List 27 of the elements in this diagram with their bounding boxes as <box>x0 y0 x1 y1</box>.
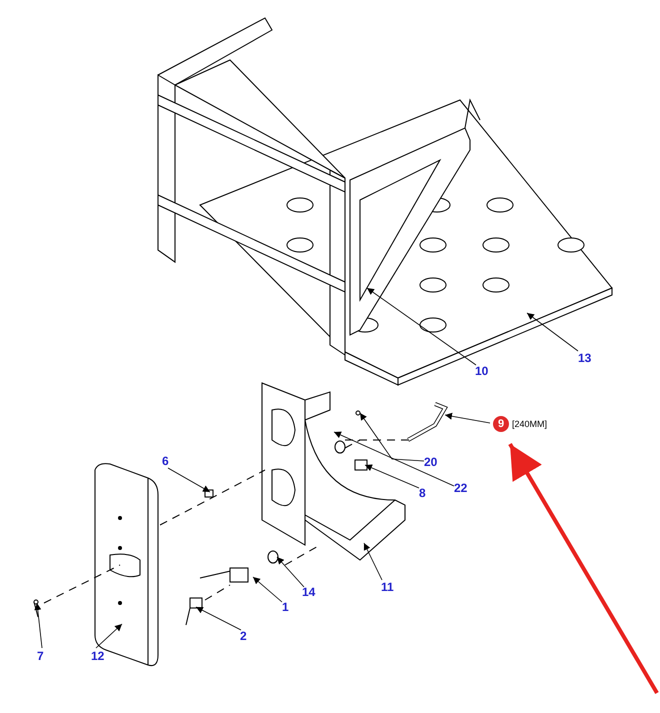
leader-line <box>526 312 578 352</box>
leader-line <box>364 464 420 488</box>
callout-number: 11 <box>381 580 394 594</box>
leader-line <box>360 412 424 462</box>
callout-number: 22 <box>454 481 468 495</box>
callout-number: 8 <box>419 486 426 500</box>
callout-number: 13 <box>578 351 592 365</box>
leader-line <box>366 288 476 366</box>
callout-number: 12 <box>91 649 104 663</box>
leader-line <box>34 602 42 648</box>
callout-number: 10 <box>475 364 488 378</box>
callout-number: 6 <box>162 454 169 468</box>
leader-line <box>196 606 242 630</box>
leader-line <box>252 576 282 602</box>
pointer-arrow <box>508 442 659 694</box>
callout-number: 7 <box>37 649 44 663</box>
callout-badge: 9 <box>493 416 509 432</box>
callout-number: 20 <box>424 455 438 469</box>
leader-line <box>364 542 382 580</box>
callout-number: 1 <box>282 600 289 614</box>
callout-number: 14 <box>302 585 316 599</box>
leader-line <box>444 412 490 424</box>
leader-line <box>276 556 304 588</box>
leader-line <box>334 432 454 486</box>
length-note: [240MM] <box>512 418 548 430</box>
callout-number: 2 <box>240 629 247 643</box>
leader-line <box>168 468 210 492</box>
